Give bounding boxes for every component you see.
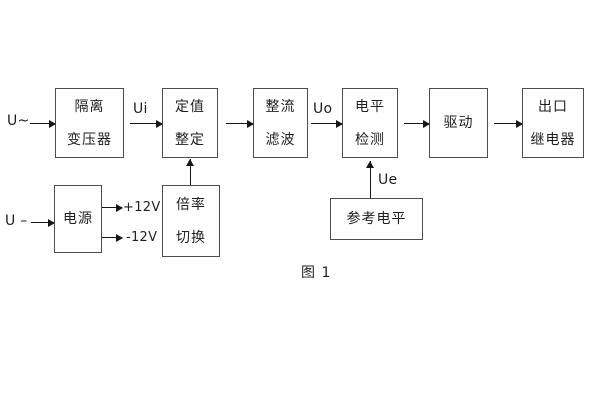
arrow-power-minus12v [102, 233, 123, 242]
block-drive: 驱动 [429, 88, 488, 158]
label-ue: Ue [378, 172, 398, 188]
block-label-line: 倍率 [176, 196, 206, 213]
arrow-transformer-to-setting [130, 119, 163, 128]
block-label-line: 驱动 [443, 115, 474, 131]
block-label-line: 参考电平 [346, 211, 407, 227]
arrow-drive-to-relay [494, 119, 523, 128]
block-ratio-switch: 倍率 切换 [162, 185, 220, 257]
block-output-relay: 出口 继电器 [522, 88, 584, 158]
block-label-line: 定值 [175, 98, 205, 115]
block-label-line: 整定 [175, 131, 205, 148]
label-dc-input: U – [5, 213, 28, 229]
block-level-detect: 电平 检测 [342, 88, 398, 158]
block-label-line: 检测 [355, 131, 385, 148]
figure-caption: 图 1 [301, 265, 332, 281]
block-label-line: 电源 [63, 211, 93, 227]
arrow-ac-input-to-transformer [30, 119, 56, 128]
block-label-line: 出口 [538, 98, 568, 115]
arrow-power-plus12v [102, 203, 123, 212]
block-power-supply: 电源 [54, 185, 102, 253]
arrow-dc-input-to-power [31, 218, 55, 227]
block-label-line: 滤波 [265, 131, 296, 148]
block-isolation-transformer: 隔离 变压器 [55, 88, 124, 158]
block-rectify-filter: 整流 滤波 [253, 88, 308, 158]
block-reference-level: 参考电平 [330, 198, 423, 240]
arrow-level-detect-to-drive [404, 119, 430, 128]
arrow-reference-to-level-detect [366, 161, 374, 198]
arrow-rectifier-to-level-detect [311, 119, 343, 128]
block-label-line: 切换 [176, 229, 206, 246]
arrow-ratio-switch-to-setting [186, 159, 194, 185]
block-label-line: 变压器 [67, 131, 112, 148]
label-ac-input: U~ [7, 113, 30, 129]
label-uo: Uo [313, 101, 333, 117]
block-label-line: 隔离 [74, 98, 105, 115]
block-label-line: 整流 [265, 98, 296, 115]
label-plus-12v: +12V [123, 200, 161, 215]
block-label-line: 电平 [355, 98, 385, 115]
arrow-setting-to-rectifier [226, 119, 254, 128]
label-minus-12v: -12V [126, 230, 158, 245]
block-setting-adjust: 定值 整定 [162, 88, 218, 158]
block-label-line: 继电器 [530, 131, 576, 148]
label-ui: Ui [133, 101, 148, 117]
